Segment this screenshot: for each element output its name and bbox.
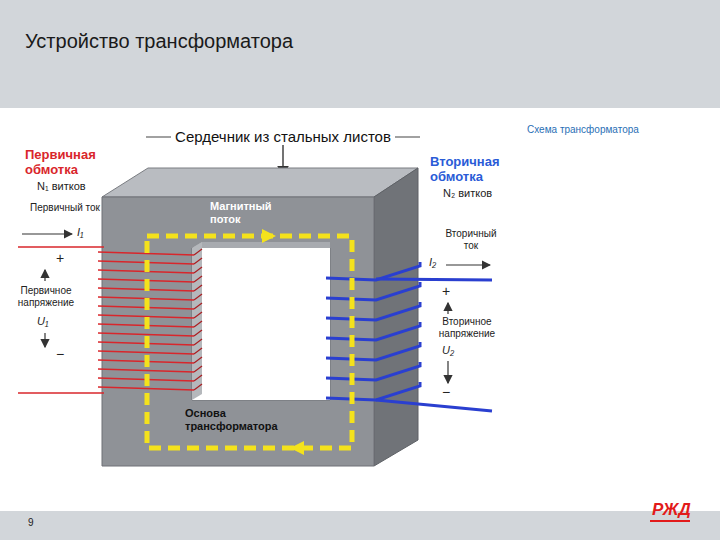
- current-arrow: [446, 264, 490, 265]
- winding-turn: [194, 267, 202, 273]
- winding-turn: [194, 276, 202, 282]
- flux-arrow: [290, 441, 304, 455]
- flux-label: Магнитный поток: [210, 200, 280, 225]
- secondary-lead: [376, 400, 492, 411]
- winding-turn: [194, 285, 202, 291]
- flux-arrow: [262, 229, 276, 243]
- winding-label: Вторичная обмотка: [430, 155, 522, 185]
- current-label: Первичный ток: [30, 202, 100, 214]
- slide-title: Устройство трансформатора: [25, 30, 293, 53]
- core-window-depth: [192, 242, 330, 248]
- turns-label: N₂ витков: [443, 187, 492, 200]
- primary-lead: [18, 246, 104, 248]
- logo-underline: [650, 520, 690, 522]
- winding-turn: [194, 258, 202, 264]
- footer-band: [0, 511, 720, 540]
- winding-turn: [194, 312, 202, 318]
- winding-turn: [194, 330, 202, 336]
- winding-turn: [98, 387, 194, 390]
- voltage-arrow: [447, 361, 448, 383]
- polarity-sign: +: [442, 283, 450, 299]
- core-top: [102, 168, 418, 197]
- primary-winding: [98, 249, 202, 390]
- turns-label: N₁ витков: [37, 180, 86, 193]
- header-band: [0, 0, 720, 108]
- winding-turn: [326, 342, 420, 360]
- winding-turn: [98, 333, 194, 336]
- voltage-label: Вторичное напряжение: [428, 316, 506, 339]
- winding-turn: [326, 362, 420, 380]
- winding-turn: [326, 322, 420, 340]
- secondary-winding: [326, 262, 420, 400]
- caption: Схема трансформатора: [527, 124, 639, 136]
- base-label: Основа трансформатора: [185, 407, 297, 432]
- winding-turn: [194, 375, 202, 381]
- core-window-depth: [192, 242, 202, 400]
- voltage-arrow: [447, 303, 448, 314]
- winding-turn: [194, 294, 202, 300]
- core-label: Сердечник из стальных листов: [171, 128, 395, 145]
- voltage-arrow: [44, 270, 45, 281]
- winding-turn: [326, 302, 420, 320]
- signal-name: I₁: [77, 226, 84, 239]
- current-label: Вторичный ток: [440, 228, 502, 251]
- winding-turn: [194, 366, 202, 372]
- winding-turn: [326, 282, 420, 300]
- signal-name: U₂: [442, 344, 454, 357]
- polarity-sign: −: [56, 346, 64, 362]
- page-number: 9: [28, 517, 34, 529]
- core-window: [192, 248, 330, 400]
- secondary-lead: [376, 279, 492, 280]
- signal-name: U₁: [37, 315, 48, 328]
- winding-turn: [194, 249, 202, 255]
- voltage-label: Первичное напряжение: [8, 285, 84, 308]
- primary-lead: [18, 392, 104, 394]
- winding-turn: [194, 384, 202, 390]
- signal-name: I₂: [429, 256, 436, 269]
- winding-turn: [194, 357, 202, 363]
- winding-turn: [194, 321, 202, 327]
- logo-text: РЖД: [652, 500, 691, 520]
- winding-turn: [194, 348, 202, 354]
- polarity-sign: −: [442, 384, 450, 400]
- winding-turn: [98, 351, 194, 354]
- core-front: [102, 197, 374, 466]
- winding-label: Первичная обмотка: [25, 148, 117, 178]
- current-arrow: [22, 233, 72, 234]
- winding-turn: [326, 262, 420, 280]
- winding-turn: [194, 339, 202, 345]
- voltage-arrow: [44, 333, 45, 347]
- magnetic-flux-path: [147, 236, 352, 448]
- winding-turn: [194, 303, 202, 309]
- winding-turn: [98, 369, 194, 372]
- winding-turn: [326, 382, 420, 400]
- polarity-sign: +: [56, 250, 64, 266]
